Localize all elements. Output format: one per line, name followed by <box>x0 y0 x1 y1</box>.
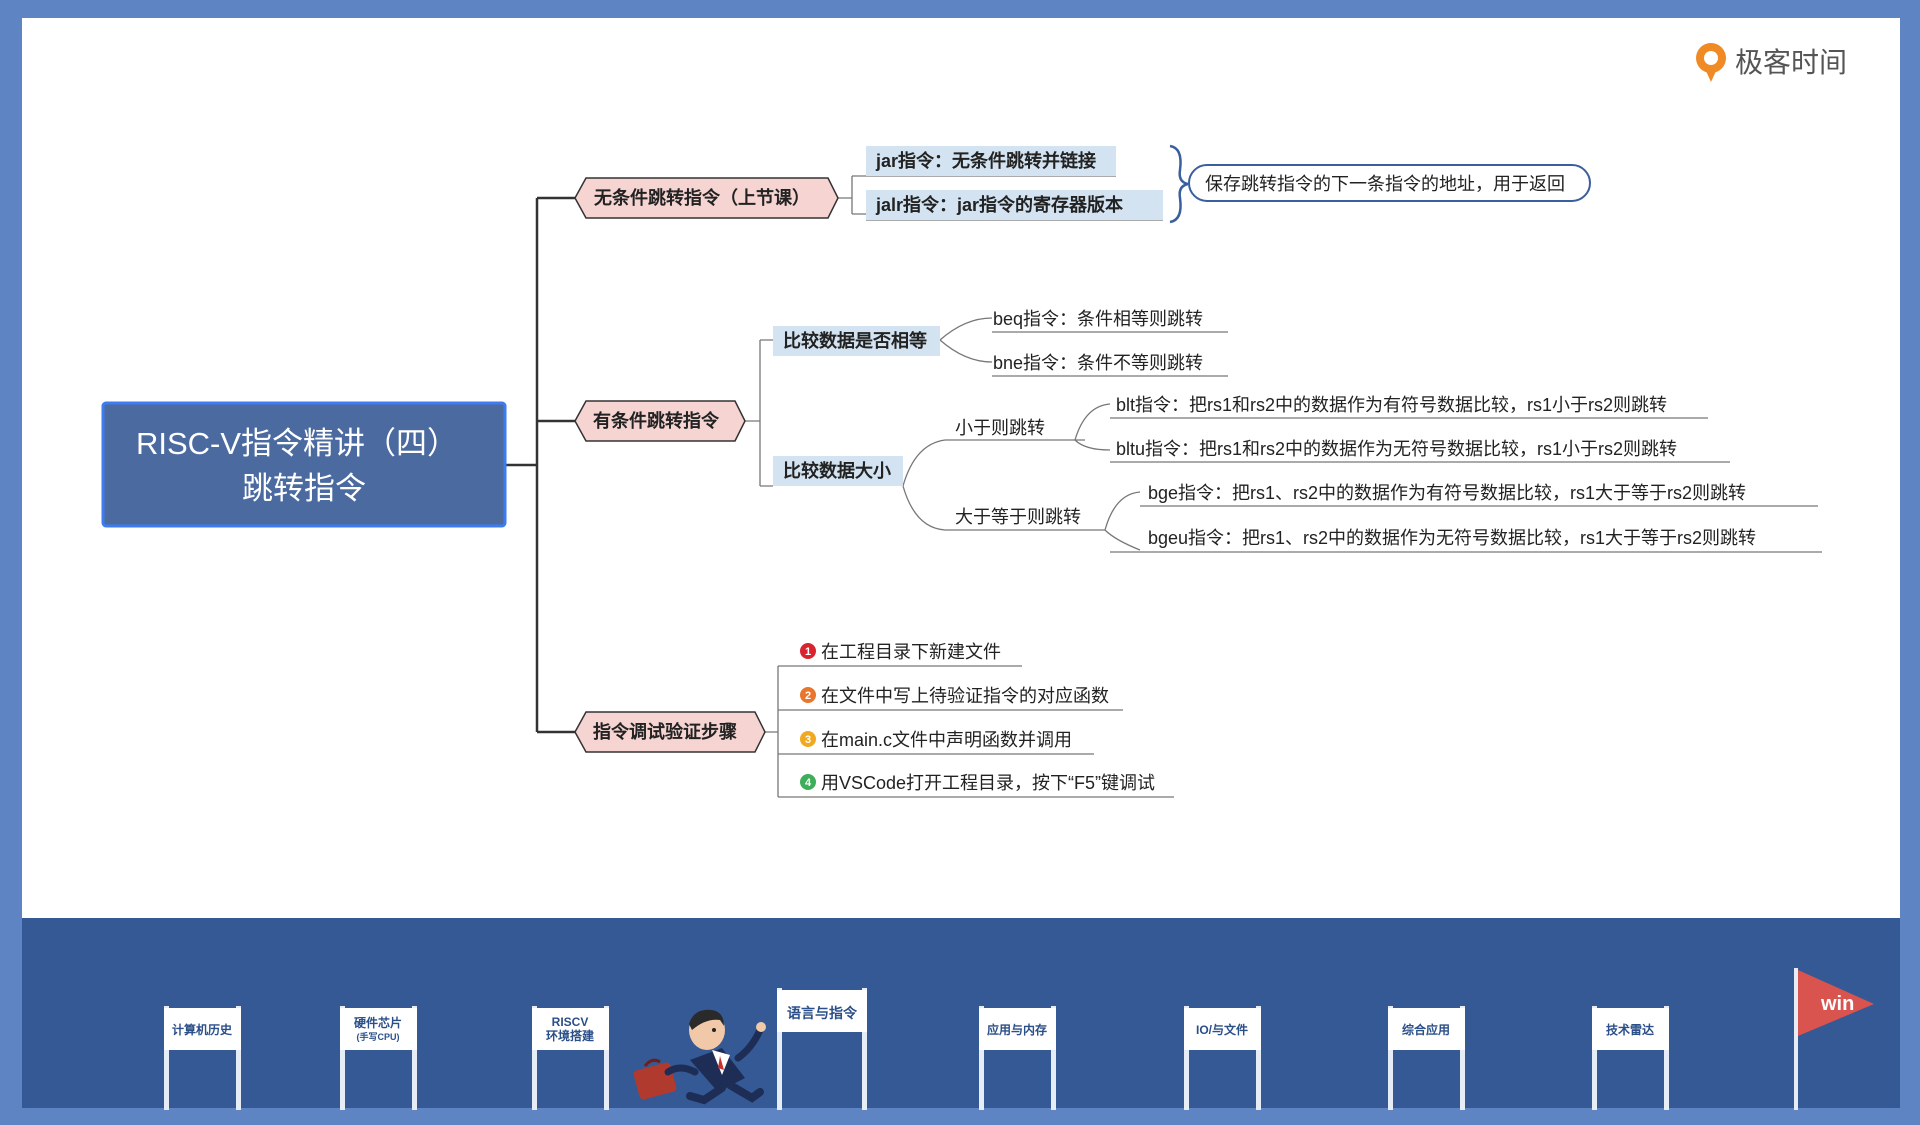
summary-note-label: 保存跳转指令的下一条指令的地址，用于返回 <box>1205 174 1565 194</box>
runner-with-briefcase-icon <box>633 1009 766 1105</box>
trunk-connectors <box>505 196 575 734</box>
roadmap-gate-8: 技术雷达 <box>1592 1006 1669 1110</box>
roadmap-gate-3: RISCV 环境搭建 <box>532 1006 609 1110</box>
summary-note[interactable]: 保存跳转指令的下一条指令的地址，用于返回 <box>1188 164 1591 202</box>
step-label: 在工程目录下新建文件 <box>821 642 1001 662</box>
branch-conditional-jump[interactable]: 有条件跳转指令 <box>574 400 746 442</box>
roadmap-gate-5: 应用与内存 <box>979 1006 1056 1110</box>
branch-label: 指令调试验证步骤 <box>593 721 737 742</box>
node-compare-equal[interactable]: 比较数据是否相等 <box>773 326 940 356</box>
finish-flag-label: win <box>1820 993 1854 1015</box>
gate-label: 技术雷达 <box>1606 1022 1654 1037</box>
step-1[interactable]: 1 在工程目录下新建文件 <box>800 642 1001 662</box>
gate-sublabel: 环境搭建 <box>546 1028 595 1043</box>
summary-brace <box>1169 144 1189 224</box>
step-label: 在main.c文件中声明函数并调用 <box>821 730 1072 750</box>
node-bltu[interactable]: bltu指令：把rs1和rs2中的数据作为无符号数据比较，rs1小于rs2则跳转 <box>1116 439 1677 459</box>
gate-label: 硬件芯片 <box>354 1015 402 1030</box>
gate-label: RISCV <box>552 1015 589 1029</box>
step-number-badge <box>800 643 816 659</box>
roadmap-gate-4: 语言与指令 <box>777 988 867 1110</box>
node-bge[interactable]: bge指令：把rs1、rs2中的数据作为有符号数据比较，rs1大于等于rs2则跳… <box>1148 483 1746 503</box>
roadmap-gate-7: 综合应用 <box>1388 1006 1465 1110</box>
step-3[interactable]: 3 在main.c文件中声明函数并调用 <box>800 730 1072 750</box>
gate-label: 语言与指令 <box>787 1005 858 1021</box>
geektime-logo: 极客时间 <box>1696 43 1847 82</box>
node-compare-size[interactable]: 比较数据大小 <box>773 456 903 486</box>
node-bne[interactable]: bne指令：条件不等则跳转 <box>993 353 1203 373</box>
roadmap-gate-2: 硬件芯片 (手写CPU) <box>340 1006 417 1110</box>
step-number: 1 <box>805 646 811 658</box>
step-number: 2 <box>805 690 811 702</box>
step-2[interactable]: 2 在文件中写上待验证指令的对应函数 <box>800 686 1109 706</box>
root-title-line2: 跳转指令 <box>242 471 366 506</box>
step-label: 用VSCode打开工程目录，按下“F5”键调试 <box>821 773 1155 793</box>
node-jalr[interactable]: jalr指令：jar指令的寄存器版本 <box>866 190 1163 220</box>
step-number: 4 <box>805 777 812 789</box>
node-less-than[interactable]: 小于则跳转 <box>955 418 1045 438</box>
node-blt[interactable]: blt指令：把rs1和rs2中的数据作为有符号数据比较，rs1小于rs2则跳转 <box>1116 395 1667 415</box>
branch-label: 有条件跳转指令 <box>593 410 720 431</box>
step-4[interactable]: 4 用VSCode打开工程目录，按下“F5”键调试 <box>800 773 1155 793</box>
root-title-line1: RISC-V指令精讲（四） <box>136 426 458 461</box>
step-number: 3 <box>805 734 811 746</box>
node-jar[interactable]: jar指令：无条件跳转并链接 <box>866 146 1116 176</box>
root-topic[interactable]: RISC-V指令精讲（四） 跳转指令 <box>101 401 507 528</box>
roadmap-gate-6: IO/与文件 <box>1184 1006 1261 1110</box>
node-label: 比较数据是否相等 <box>783 330 927 351</box>
node-label: jalr指令：jar指令的寄存器版本 <box>875 194 1123 215</box>
course-roadmap-band <box>22 918 1900 1108</box>
branch-unconditional-jump[interactable]: 无条件跳转指令（上节课） <box>574 177 839 219</box>
step-label: 在文件中写上待验证指令的对应函数 <box>821 686 1109 706</box>
gate-label: 应用与内存 <box>987 1022 1047 1037</box>
step-number-badge <box>800 687 816 703</box>
finish-flag-icon: win <box>1794 968 1874 1110</box>
node-bgeu[interactable]: bgeu指令：把rs1、rs2中的数据作为无符号数据比较，rs1大于等于rs2则… <box>1148 528 1756 548</box>
step-number-badge <box>800 774 816 790</box>
node-greater-equal[interactable]: 大于等于则跳转 <box>955 507 1081 527</box>
gate-label: 综合应用 <box>1402 1022 1450 1037</box>
branch-label: 无条件跳转指令（上节课） <box>594 187 810 208</box>
gate-label: 计算机历史 <box>172 1022 233 1037</box>
step-number-badge <box>800 731 816 747</box>
gate-sublabel: (手写CPU) <box>357 1031 400 1042</box>
logo-text: 极客时间 <box>1735 47 1847 78</box>
roadmap-gate-1: 计算机历史 <box>164 1006 241 1110</box>
gate-label: IO/与文件 <box>1196 1022 1248 1037</box>
branch-debug-steps[interactable]: 指令调试验证步骤 <box>574 711 766 753</box>
node-beq[interactable]: beq指令：条件相等则跳转 <box>993 309 1203 329</box>
geektime-logo-icon <box>1696 43 1726 82</box>
node-label: jar指令：无条件跳转并链接 <box>875 150 1096 171</box>
node-label: 比较数据大小 <box>783 460 891 481</box>
